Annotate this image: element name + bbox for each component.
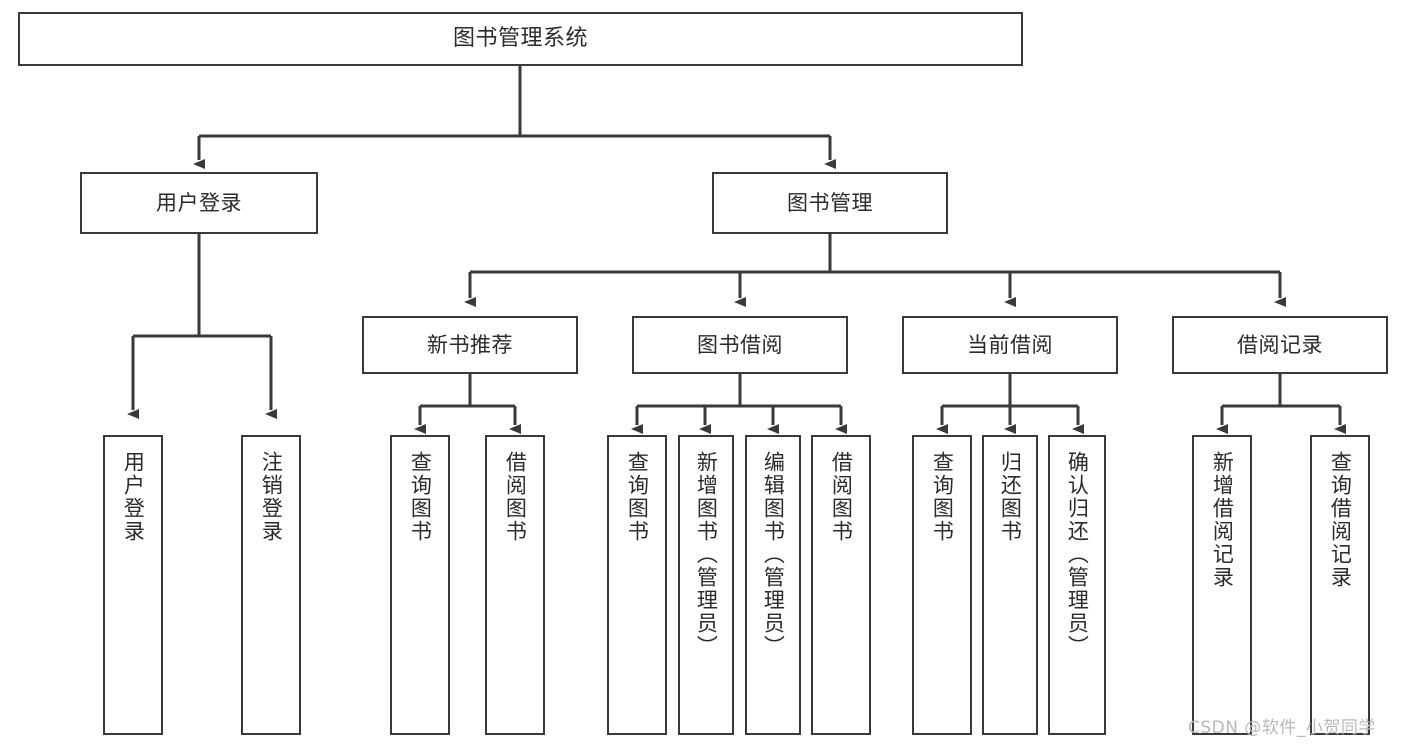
leaf-query-book-current[interactable]: 查询图书 xyxy=(912,435,972,735)
node-label: 借阅记录 xyxy=(1237,332,1323,357)
leaf-user-login[interactable]: 用户登录 xyxy=(103,435,163,735)
node-label: 查询图书 xyxy=(930,451,955,543)
csdn-watermark: CSDN @软件_小贺同学 xyxy=(1188,718,1376,738)
node-label: 图书管理系统 xyxy=(452,26,588,52)
node-label: 归还图书 xyxy=(998,451,1023,543)
node-label: 确认归还（管理员） xyxy=(1065,451,1090,658)
node-label: 新书推荐 xyxy=(427,332,513,357)
node-book-management[interactable]: 图书管理 xyxy=(712,172,948,234)
leaf-add-borrow-record[interactable]: 新增借阅记录 xyxy=(1192,435,1252,735)
leaf-logout-login[interactable]: 注销登录 xyxy=(241,435,301,735)
node-label: 图书管理 xyxy=(787,190,873,215)
node-label: 借阅图书 xyxy=(503,451,528,543)
leaf-borrow-book-recommend[interactable]: 借阅图书 xyxy=(485,435,545,735)
leaf-borrow-book[interactable]: 借阅图书 xyxy=(811,435,871,735)
node-new-book-recommend[interactable]: 新书推荐 xyxy=(362,316,578,374)
leaf-query-book-borrow[interactable]: 查询图书 xyxy=(607,435,667,735)
node-label: 查询图书 xyxy=(625,451,650,543)
node-label: 查询借阅记录 xyxy=(1328,451,1353,589)
node-label: 用户登录 xyxy=(121,451,146,543)
leaf-add-book-admin[interactable]: 新增图书（管理员） xyxy=(678,435,734,735)
node-label: 当前借阅 xyxy=(967,332,1053,357)
node-book-borrow[interactable]: 图书借阅 xyxy=(632,316,848,374)
node-label: 新增图书（管理员） xyxy=(694,451,719,658)
node-current-borrow[interactable]: 当前借阅 xyxy=(902,316,1118,374)
node-label: 查询图书 xyxy=(408,451,433,543)
node-label: 新增借阅记录 xyxy=(1210,451,1235,589)
node-borrow-record[interactable]: 借阅记录 xyxy=(1172,316,1388,374)
node-root-book-management-system[interactable]: 图书管理系统 xyxy=(18,12,1023,66)
node-user-login[interactable]: 用户登录 xyxy=(80,172,318,234)
leaf-return-book[interactable]: 归还图书 xyxy=(982,435,1038,735)
leaf-edit-book-admin[interactable]: 编辑图书（管理员） xyxy=(745,435,801,735)
leaf-query-borrow-record[interactable]: 查询借阅记录 xyxy=(1310,435,1370,735)
node-label: 图书借阅 xyxy=(697,332,783,357)
leaf-confirm-return-admin[interactable]: 确认归还（管理员） xyxy=(1048,435,1106,735)
leaf-query-book-recommend[interactable]: 查询图书 xyxy=(390,435,450,735)
node-label: 借阅图书 xyxy=(829,451,854,543)
node-label: 注销登录 xyxy=(259,451,284,543)
node-label: 用户登录 xyxy=(156,190,242,215)
node-label: 编辑图书（管理员） xyxy=(761,451,786,658)
